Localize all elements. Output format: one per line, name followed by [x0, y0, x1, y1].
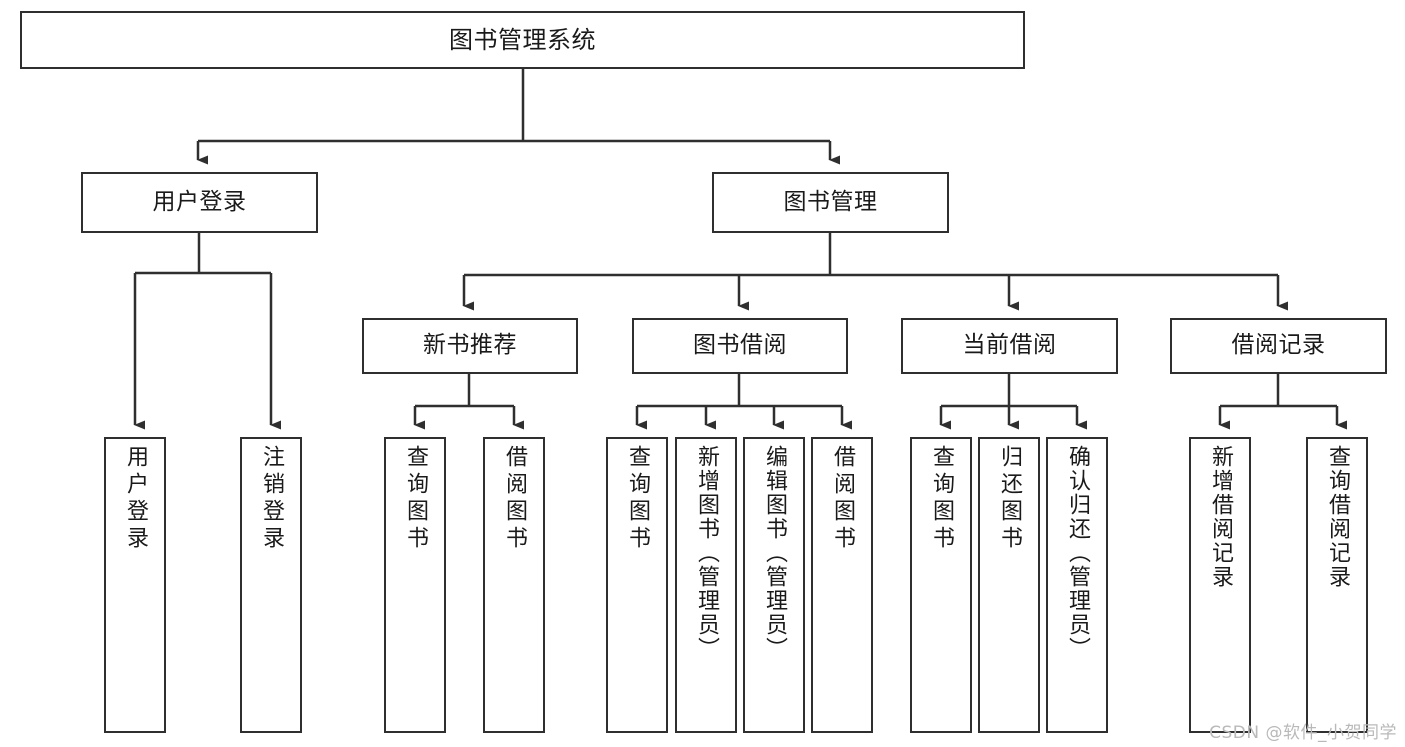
node-label: 新书推荐: [423, 332, 517, 359]
node-label: 注销登录: [259, 445, 284, 553]
node-label: 新增图书（管理员）: [694, 445, 719, 661]
leaf-logout[interactable]: 注销登录: [240, 437, 302, 733]
node-label: 借阅图书: [830, 445, 855, 553]
node-current-borrowing[interactable]: 当前借阅: [901, 318, 1118, 374]
node-label: 当前借阅: [962, 332, 1057, 359]
leaf-query-book-current[interactable]: 查询图书: [910, 437, 972, 733]
node-label: 借阅记录: [1231, 332, 1326, 359]
node-label: 新增借阅记录: [1208, 445, 1233, 589]
node-book-borrowing[interactable]: 图书借阅: [632, 318, 848, 374]
leaf-add-borrow-record[interactable]: 新增借阅记录: [1189, 437, 1251, 733]
node-label: 归还图书: [997, 445, 1022, 553]
node-borrowing-records[interactable]: 借阅记录: [1170, 318, 1387, 374]
leaf-confirm-return-admin[interactable]: 确认归还（管理员）: [1046, 437, 1108, 733]
leaf-borrow-book-borrowing[interactable]: 借阅图书: [811, 437, 873, 733]
node-label: 图书管理: [783, 188, 878, 215]
node-label: 用户登录: [152, 188, 247, 215]
leaf-edit-book-admin[interactable]: 编辑图书（管理员）: [743, 437, 805, 733]
leaf-query-book-new-recommendation[interactable]: 查询图书: [384, 437, 446, 733]
node-label: 查询图书: [403, 445, 428, 553]
leaf-return-book[interactable]: 归还图书: [978, 437, 1040, 733]
node-label: 确认归还（管理员）: [1065, 445, 1090, 661]
node-label: 图书管理系统: [449, 25, 596, 54]
node-label: 查询图书: [625, 445, 650, 553]
leaf-borrow-book-new-recommendation[interactable]: 借阅图书: [483, 437, 545, 733]
node-label: 图书借阅: [693, 332, 787, 359]
node-book-management[interactable]: 图书管理: [712, 172, 949, 233]
leaf-add-book-admin[interactable]: 新增图书（管理员）: [675, 437, 737, 733]
leaf-query-borrow-record[interactable]: 查询借阅记录: [1306, 437, 1368, 733]
node-label: 编辑图书（管理员）: [762, 445, 787, 661]
node-label: 用户登录: [123, 445, 148, 553]
csdn-watermark: CSDN @软件_小贺同学: [1209, 723, 1397, 743]
leaf-query-book-borrowing[interactable]: 查询图书: [606, 437, 668, 733]
node-root-book-management-system[interactable]: 图书管理系统: [20, 11, 1025, 69]
node-new-book-recommendation[interactable]: 新书推荐: [362, 318, 578, 374]
node-user-login[interactable]: 用户登录: [81, 172, 318, 233]
leaf-user-login[interactable]: 用户登录: [104, 437, 166, 733]
node-label: 查询借阅记录: [1325, 445, 1350, 589]
node-label: 借阅图书: [502, 445, 527, 553]
node-label: 查询图书: [929, 445, 954, 553]
